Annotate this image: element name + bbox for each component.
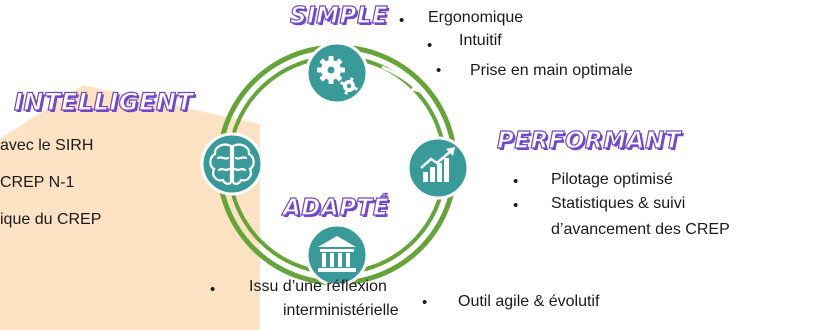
simple-item-prise-en-main: Prise en main optimale <box>470 62 633 79</box>
bullet-performant-2: • <box>513 197 519 214</box>
bullet-simple-2: • <box>427 37 433 54</box>
heading-intelligent: INTELLIGENT <box>13 88 194 116</box>
heading-simple: SIMPLE <box>289 3 389 29</box>
brain-icon <box>200 132 264 196</box>
intelligent-item-1: avec le SIRH <box>0 137 94 154</box>
adapte-item-interministerielle: interministérielle <box>283 302 399 319</box>
performant-item-statistiques: Statistiques & suivi <box>551 195 686 212</box>
adapte-item-outil-agile: Outil agile & évolutif <box>458 293 600 310</box>
bullet-simple-3: • <box>436 62 442 79</box>
bullet-adapte-2: • <box>422 294 428 311</box>
performant-item-avancement: d’avancement des CREP <box>551 221 730 238</box>
simple-item-intuitif: Intuitif <box>459 32 502 49</box>
simple-item-ergonomique: Ergonomique <box>428 9 524 26</box>
peach-background-shape <box>0 85 260 330</box>
growth-chart-icon <box>406 136 470 200</box>
performant-item-pilotage: Pilotage optimisé <box>551 171 673 188</box>
institution-building-icon <box>305 223 369 287</box>
bullet-adapte-1: • <box>210 281 216 298</box>
bullet-performant-1: • <box>513 173 519 190</box>
adapte-item-reflexion: Issu d’une réflexion <box>249 278 387 295</box>
gears-icon <box>305 41 369 105</box>
intelligent-item-2: CREP N-1 <box>0 174 75 191</box>
heading-adapte: ADAPTÉ <box>282 195 389 221</box>
bullet-simple-1: • <box>399 12 405 29</box>
intelligent-item-3: ique du CREP <box>0 211 102 228</box>
heading-performant: PERFORMANT <box>496 128 681 154</box>
cycle-arrow-icon <box>381 65 422 93</box>
